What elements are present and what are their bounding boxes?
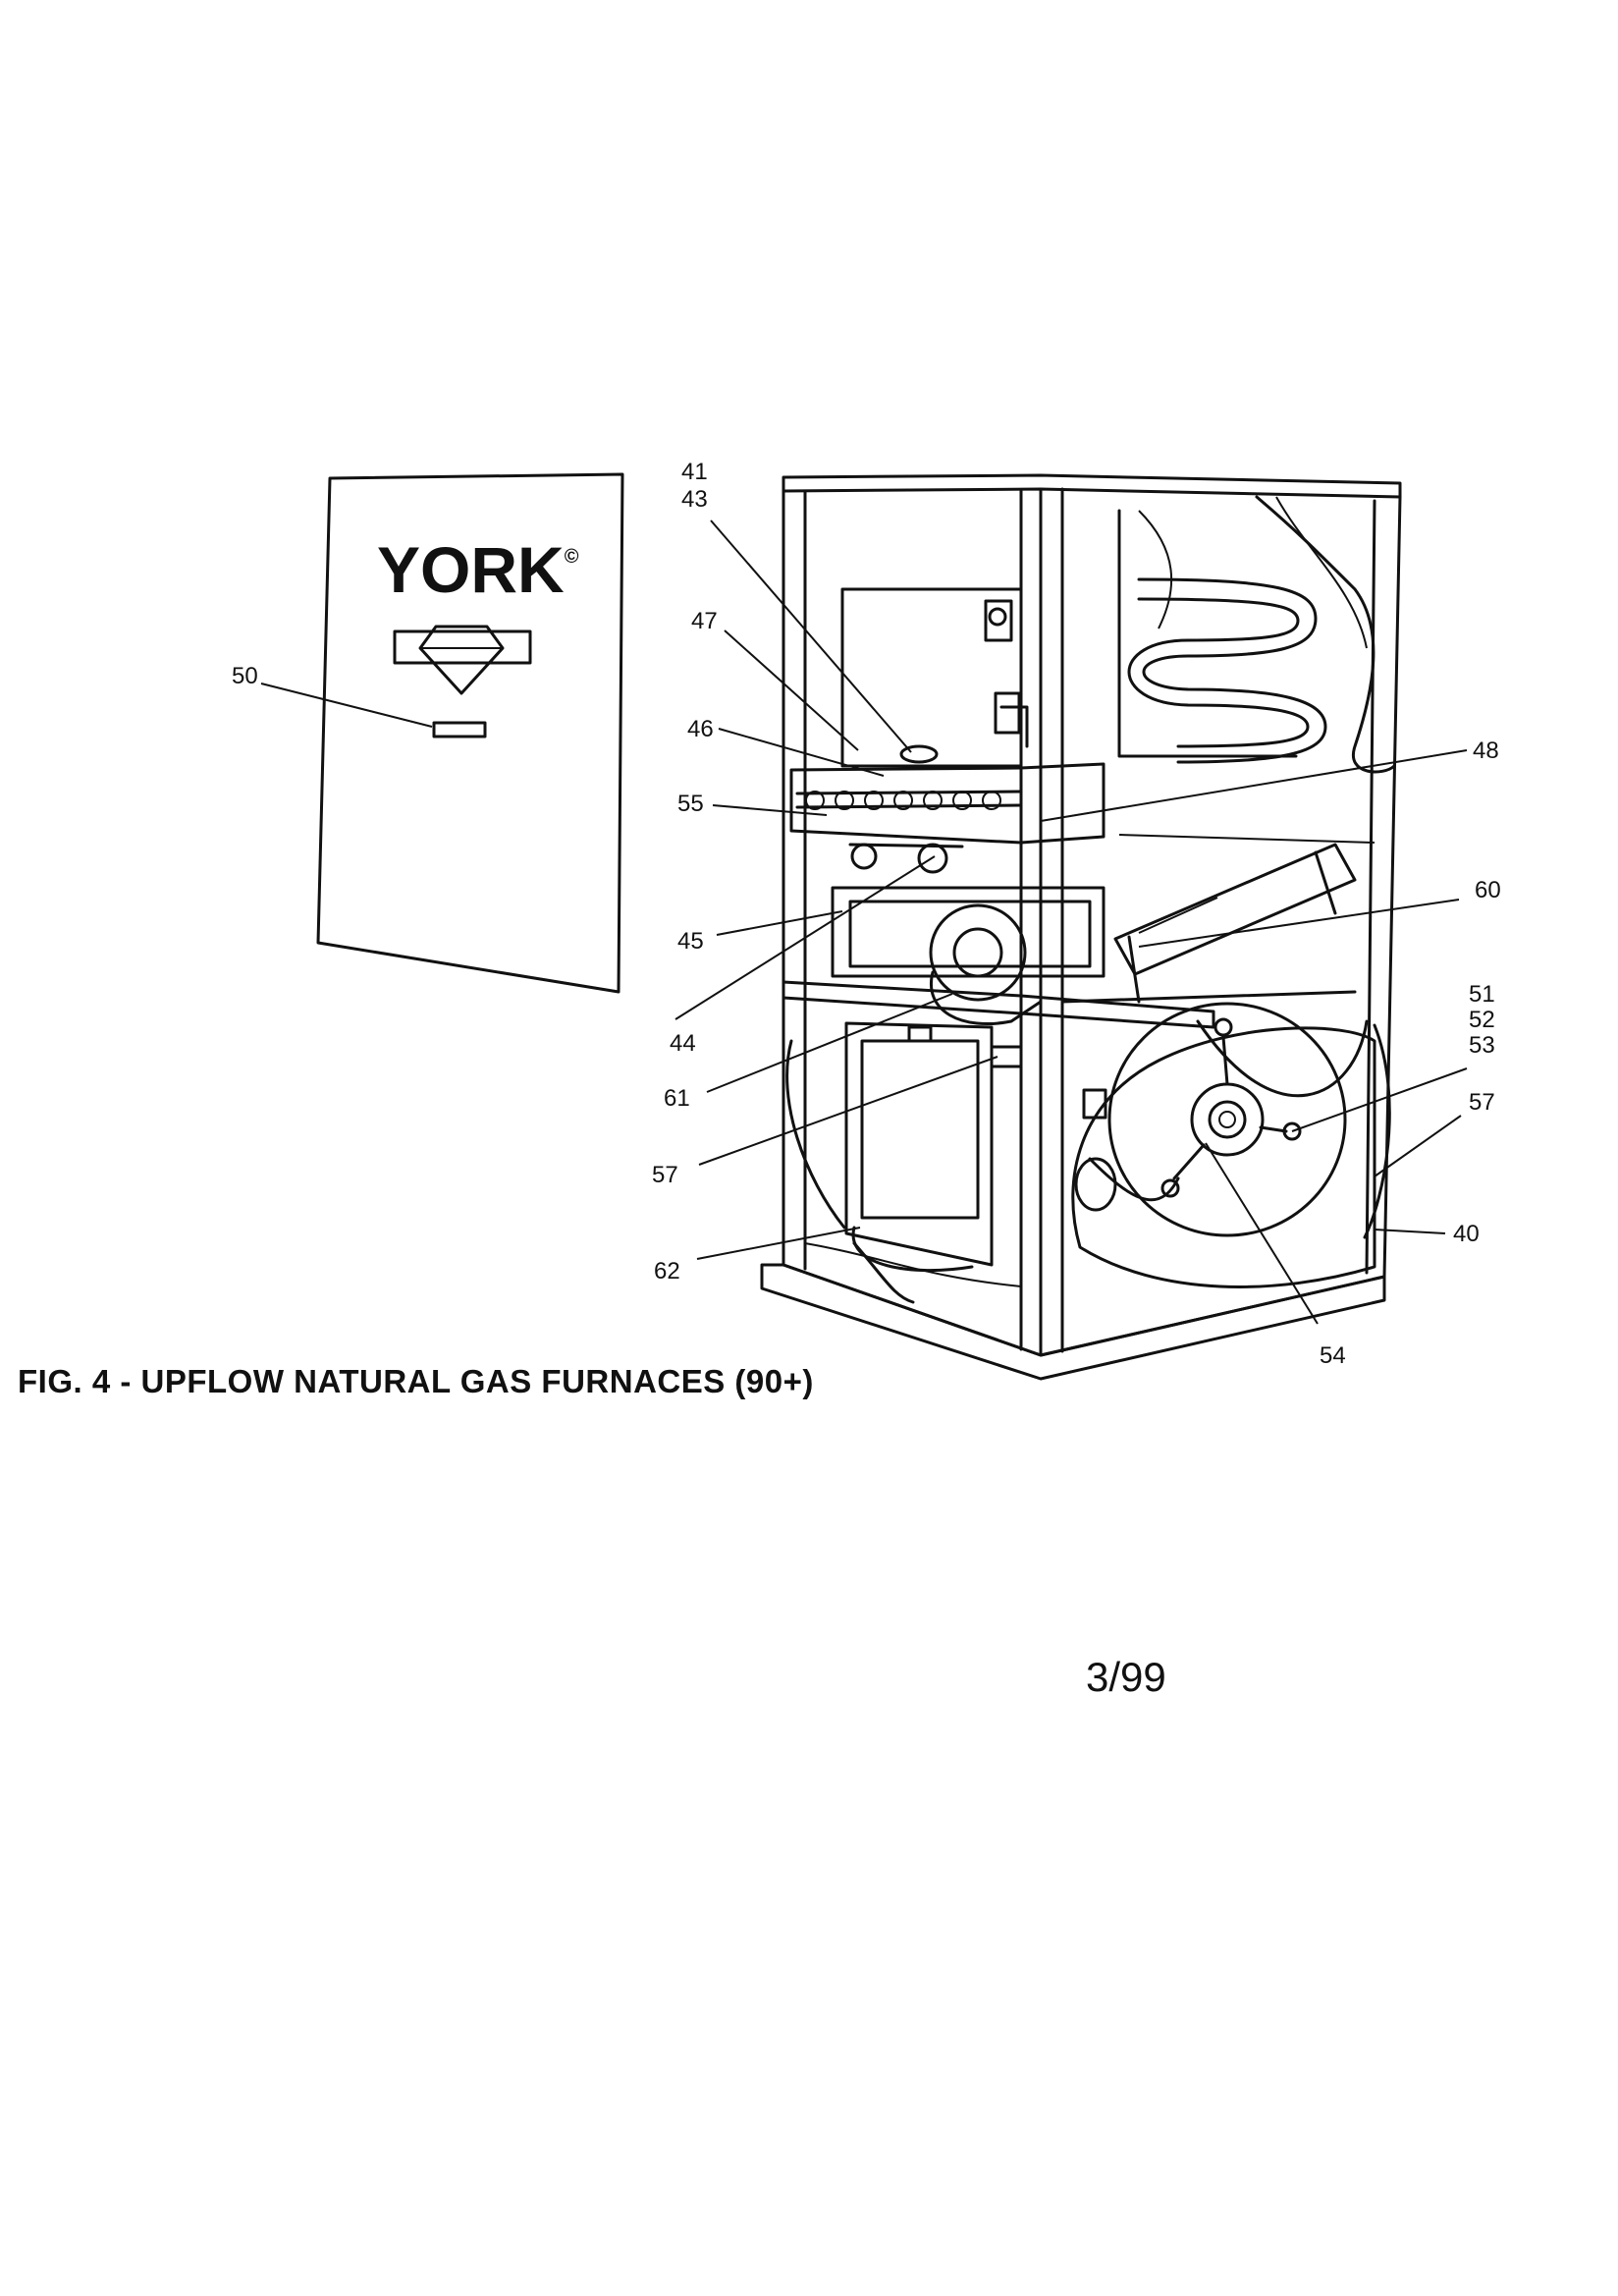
- vent-pipe: [1113, 834, 1375, 1004]
- york-logo-mark: ©: [565, 546, 579, 568]
- figure-caption: FIG. 4 - UPFLOW NATURAL GAS FURNACES (90…: [18, 1363, 814, 1399]
- leader-48: [1040, 749, 1468, 822]
- date-code: 3/99: [1086, 1654, 1166, 1700]
- callout-55: 55: [677, 791, 704, 817]
- leader-54: [1205, 1142, 1319, 1325]
- leader-55: [712, 804, 828, 816]
- leader-50: [260, 683, 433, 728]
- callout-52: 52: [1469, 1007, 1495, 1033]
- callout-51: 51: [1469, 981, 1495, 1008]
- callout-50: 50: [232, 663, 258, 689]
- leader-57-left: [698, 1056, 998, 1166]
- callout-41: 41: [681, 459, 708, 485]
- callout-44: 44: [670, 1030, 696, 1057]
- furnace-cabinet: [760, 473, 1402, 1381]
- burner-assembly: [789, 587, 1106, 874]
- leader-47: [724, 629, 859, 751]
- leader-46: [718, 728, 885, 777]
- callout-48: 48: [1473, 738, 1499, 764]
- callout-60: 60: [1475, 877, 1501, 903]
- callout-47: 47: [691, 608, 718, 634]
- leader-44: [674, 855, 936, 1020]
- callout-54: 54: [1320, 1342, 1346, 1369]
- leader-57-right: [1374, 1115, 1462, 1177]
- leader-lines: [260, 519, 1468, 1325]
- heat-exchanger: [1117, 495, 1396, 774]
- callout-46: 46: [687, 716, 714, 742]
- blower-assembly: [804, 1002, 1391, 1304]
- callout-57-left: 57: [652, 1162, 678, 1188]
- control-box: [785, 1021, 1023, 1273]
- leader-51-53: [1291, 1067, 1468, 1132]
- callout-45: 45: [677, 928, 704, 955]
- leader-45: [716, 910, 843, 936]
- callout-40: 40: [1453, 1221, 1480, 1247]
- callout-57-right: 57: [1469, 1089, 1495, 1116]
- front-door-panel: YORK©: [316, 472, 624, 994]
- leader-62: [696, 1227, 861, 1260]
- leader-60: [1138, 899, 1460, 948]
- callout-labels: 41 43 47 46 55 45 44 61 57 62 50 48 60 5…: [232, 459, 1501, 1369]
- callout-53: 53: [1469, 1032, 1495, 1059]
- door-label-plate: [432, 721, 487, 738]
- leader-61: [706, 993, 953, 1093]
- inducer-assembly: [831, 886, 1106, 1026]
- leader-41-43: [710, 519, 912, 753]
- leader-40: [1374, 1229, 1446, 1234]
- callout-43: 43: [681, 486, 708, 513]
- burner-ports: [805, 791, 1001, 810]
- callout-61: 61: [664, 1085, 690, 1112]
- callout-62: 62: [654, 1258, 680, 1285]
- york-logo-text: YORK©: [377, 533, 579, 606]
- york-diamond-logo: [393, 625, 532, 695]
